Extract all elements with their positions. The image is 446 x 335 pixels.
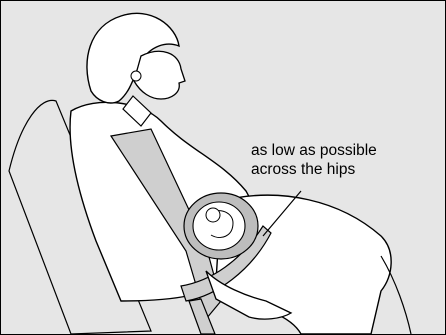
face [134,51,185,99]
annotation-line-1: as low as possible [251,141,377,160]
fetus [193,202,245,250]
annotation-callout: as low as possible across the hips [251,141,377,179]
annotation-line-2: across the hips [251,160,377,179]
